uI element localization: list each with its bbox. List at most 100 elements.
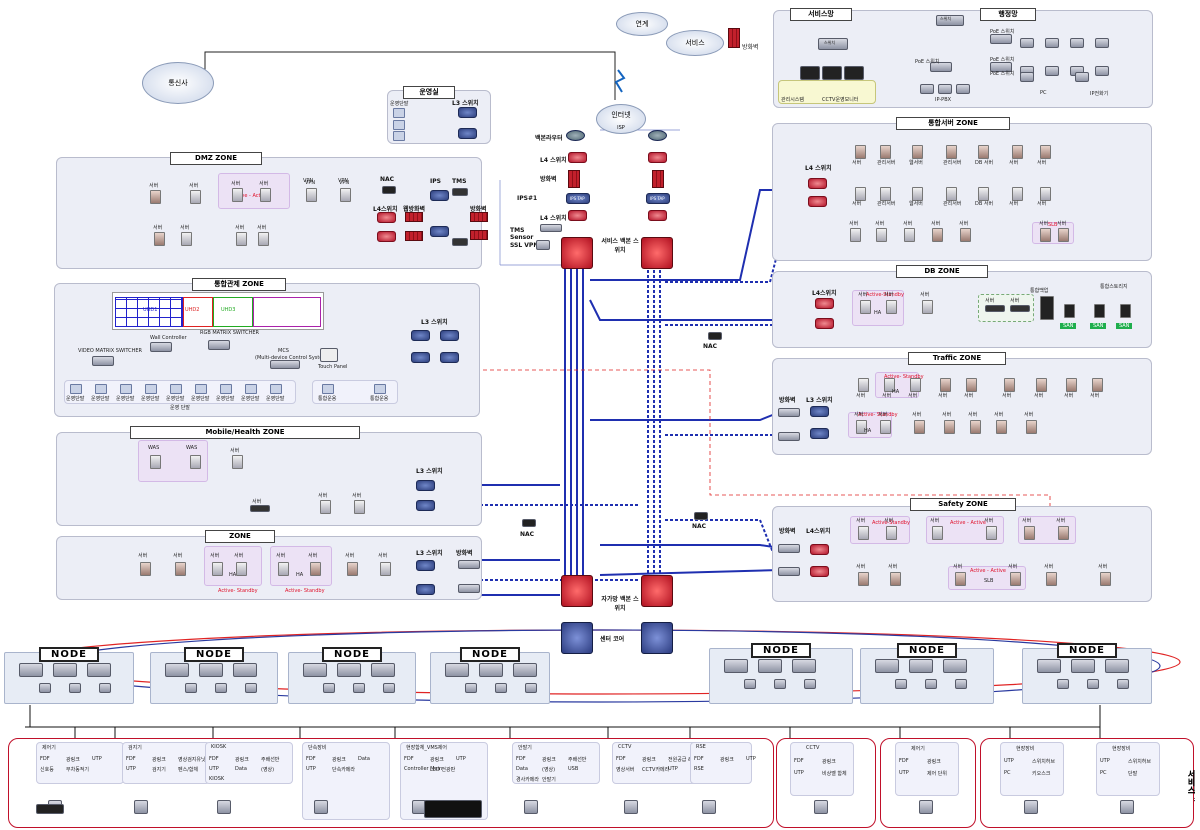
- nac-label-3: NAC: [692, 523, 707, 530]
- node-title-5: NODE: [896, 643, 958, 658]
- svc-group-panel-3: [1096, 742, 1160, 796]
- int-server-icon-c6: [1058, 228, 1069, 242]
- service-item-6-2: 전원공급 & Surge: [668, 757, 709, 763]
- service-device-icon-3: [314, 800, 328, 814]
- node-device-icon-b-4-0: [744, 679, 756, 689]
- node-device-icon-2-0: [303, 663, 327, 677]
- mobile-switch-label: 서버: [252, 499, 262, 505]
- admin-device-icon-12: [1075, 72, 1089, 82]
- top-firewall-icon: [728, 28, 740, 48]
- svc-group-title-2: 현장장비: [1016, 746, 1035, 752]
- dmz-server-label-7: 서버: [259, 181, 269, 187]
- service-switch-icon: [818, 38, 848, 50]
- svc-label-2: 서비스: [1187, 770, 1196, 794]
- nac-icon-2: [522, 519, 536, 527]
- node-device-icon-b-3-0: [465, 683, 477, 693]
- db-server-icon-0: [860, 300, 871, 314]
- int-l4-icon-2: [808, 196, 827, 207]
- service-item-6-5: UTP: [668, 766, 678, 772]
- admin-device-icon-7: [1095, 66, 1109, 76]
- int-slb-label: SLB: [1048, 222, 1058, 228]
- ops-l3-switch-icon-1: [458, 107, 477, 118]
- service-net-title: 서비스망: [790, 8, 852, 21]
- svc-group-item-2-2: PC: [1004, 770, 1011, 776]
- int-server-label-a1: 관리서버: [877, 160, 896, 166]
- was2-label: WAS: [186, 445, 198, 451]
- dmz-server-label-3: 서버: [180, 225, 190, 231]
- traffic-ha-label-2: HA: [864, 428, 872, 434]
- node-title-0: NODE: [38, 647, 100, 662]
- ops-terminal-icon-3: [393, 131, 405, 141]
- safety-server-label-7: 서버: [888, 564, 898, 570]
- safety-server-label-1: 서버: [884, 518, 894, 524]
- service-item-5-7: 안말기: [542, 777, 556, 783]
- service-item-7-3: RSE: [694, 766, 704, 772]
- dmz-waf-label: 웹방화벽: [403, 206, 426, 213]
- ips-tap-label-2: IPS TAP: [650, 196, 665, 201]
- zone-server-label-7: 서버: [378, 553, 388, 559]
- ips-tap-1: [566, 193, 590, 204]
- service-device-icon-6: [624, 800, 638, 814]
- zone-server-icon-0: [140, 562, 151, 576]
- zone-server-label-5: 서버: [308, 553, 318, 559]
- traffic-server-label-a0: 서버: [856, 393, 866, 399]
- node-box-3: NODE: [430, 647, 550, 704]
- zone-server-icon-2: [212, 562, 223, 576]
- service-title-0: 제어기: [42, 745, 56, 751]
- mobile-l3-label: L3 스위치: [416, 468, 443, 475]
- service-title-3: 단속장비: [308, 745, 327, 751]
- service-title-1: 검지기: [128, 745, 142, 751]
- san-icon-1: [1094, 304, 1105, 318]
- zone-server-label-3: 서버: [234, 553, 244, 559]
- node-title-2: NODE: [321, 647, 383, 662]
- int-server-label-a5: 서버: [1009, 160, 1019, 166]
- node-title-4: NODE: [750, 643, 812, 658]
- center-firewall-icon-1: [568, 170, 580, 188]
- svc-group-item-3-2: PC: [1100, 770, 1107, 776]
- svc-group-item-2-1: 스위치허브: [1032, 759, 1056, 765]
- ctrl-terminal-label-5: 운영단말: [191, 396, 210, 402]
- center-l4b-icon-2: [648, 210, 667, 221]
- traffic-server-label-b1: 서버: [878, 412, 888, 418]
- dmz-server-label-1: 서버: [189, 183, 199, 189]
- traffic-server-icon-a8: [1092, 378, 1103, 392]
- int-server-label-a0: 서버: [852, 160, 862, 166]
- svc-group-item-1-1: 광링크: [927, 759, 941, 765]
- mobile-server-icon-3: [320, 500, 331, 514]
- service-item-3-4: 단속카메라: [332, 767, 356, 773]
- zone-server-icon-1: [175, 562, 186, 576]
- service-item-4-0: FDF: [404, 756, 414, 762]
- node-device-icon-0-1: [53, 663, 77, 677]
- traffic-zone: [772, 358, 1152, 455]
- traffic-server-label-b0: 서버: [854, 412, 864, 418]
- int-server-icon-a2: [912, 145, 923, 159]
- center-l4-icon-2: [648, 152, 667, 163]
- int-server-icon-b0: [855, 187, 866, 201]
- traffic-server-label-a3: 서버: [938, 393, 948, 399]
- int-server-icon-c4: [960, 228, 971, 242]
- svc-group-device-icon-3: [1120, 800, 1134, 814]
- node-device-icon-b-3-1: [495, 683, 507, 693]
- dmz-aa-label: Active - Active: [232, 193, 268, 199]
- uhd2-label: UHD2: [185, 307, 200, 313]
- node-device-icon-b-2-1: [353, 683, 365, 693]
- safety-server-icon-7: [890, 572, 901, 586]
- service-item-1-0: FDF: [126, 756, 136, 762]
- safety-title: Safety ZONE: [910, 498, 1016, 511]
- dmz-server-label-4: 서버: [235, 225, 245, 231]
- service-item-1-4: 검지기: [152, 767, 166, 773]
- traffic-server-icon-b1: [880, 420, 891, 434]
- san-label-1: SAN: [1090, 323, 1107, 329]
- traffic-server-icon-b5: [996, 420, 1007, 434]
- traffic-fw-icon-2: [778, 432, 800, 441]
- mobile-l3-icon-2: [416, 500, 435, 511]
- traffic-server-icon-b4: [970, 420, 981, 434]
- int-server-icon-a6: [1040, 145, 1051, 159]
- service-item-2-3: UTP: [209, 766, 219, 772]
- poe-switch-icon-2: [930, 62, 952, 72]
- dmz-tms-icon-1: [452, 188, 468, 196]
- int-server-icon-c0: [850, 228, 861, 242]
- node-title-6: NODE: [1056, 643, 1118, 658]
- node-device-icon-b-6-0: [1057, 679, 1069, 689]
- node-device-icon-3-2: [513, 663, 537, 677]
